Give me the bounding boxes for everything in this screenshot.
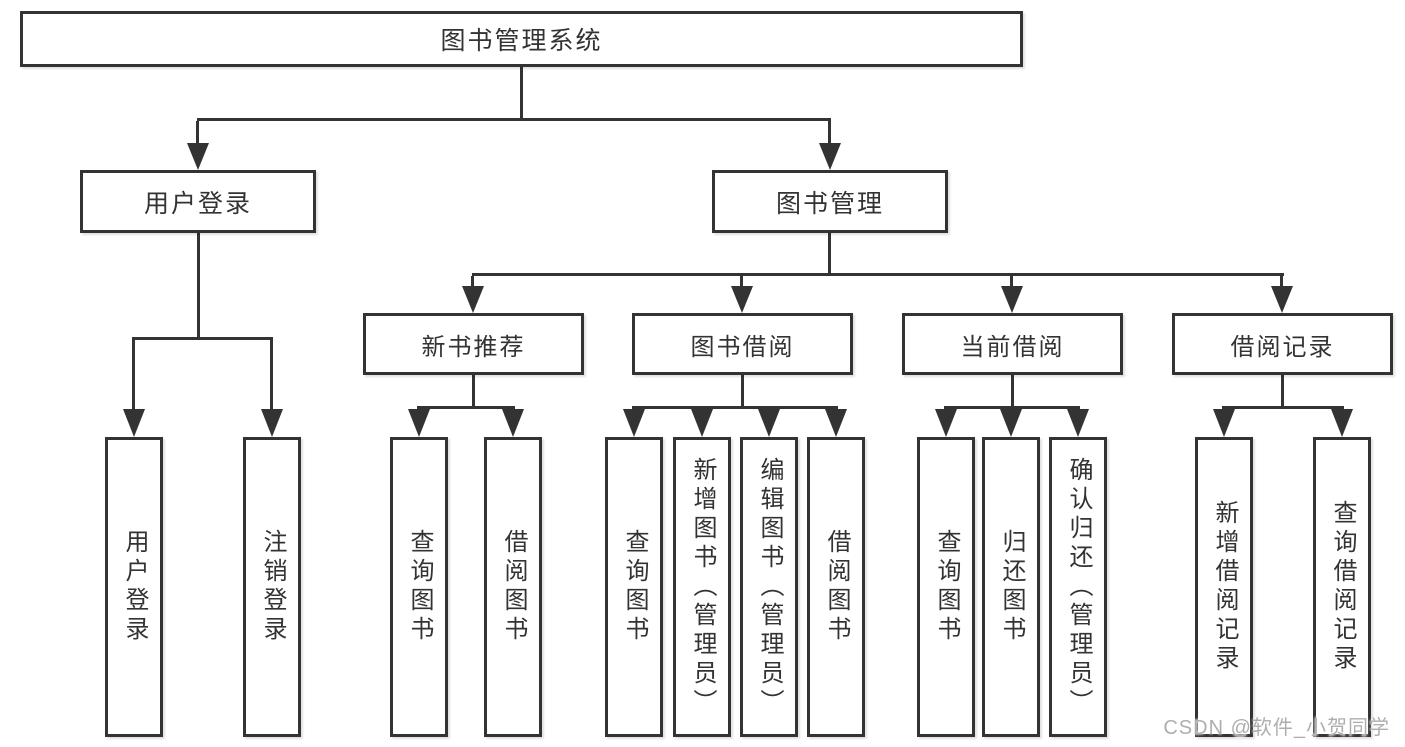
node-label: 查询图书 — [621, 529, 648, 645]
arrow-down-icon — [935, 409, 957, 437]
node-query-books-newbooks: 查询图书 — [390, 437, 448, 737]
arrow-down-icon — [819, 143, 841, 170]
arrow-down-icon — [1067, 409, 1089, 437]
connector-line — [520, 67, 523, 121]
arrow-down-icon — [1001, 286, 1023, 313]
arrow-down-icon — [502, 409, 524, 437]
connector-line — [944, 406, 1080, 409]
arrow-down-icon — [758, 409, 780, 437]
arrow-down-icon — [623, 409, 645, 437]
connector-line — [417, 406, 515, 409]
arrow-down-icon — [187, 143, 209, 170]
arrow-down-icon — [1271, 286, 1293, 313]
node-label: 图书借阅 — [690, 333, 795, 361]
node-logout-leaf: 注销登录 — [243, 437, 301, 737]
arrow-down-icon — [1331, 409, 1353, 437]
node-query-books-current: 查询图书 — [917, 437, 975, 737]
connector-line — [197, 118, 831, 121]
node-user-login: 用户登录 — [80, 170, 316, 233]
node-label: 新书推荐 — [421, 333, 526, 361]
node-label: 新增借阅记录 — [1211, 500, 1238, 674]
node-add-books-admin: 新增图书（管理员） — [673, 437, 731, 737]
node-return-books: 归还图书 — [982, 437, 1040, 737]
node-label: 图书管理系统 — [440, 27, 603, 55]
arrow-down-icon — [731, 286, 753, 313]
connector-line — [472, 375, 475, 409]
connector-line — [1281, 375, 1284, 409]
connector-line — [1280, 276, 1283, 286]
arrow-down-icon — [123, 409, 145, 437]
node-add-borrow-record: 新增借阅记录 — [1195, 437, 1253, 737]
arrow-down-icon — [261, 409, 283, 437]
connector-line — [132, 337, 273, 340]
arrow-down-icon — [1213, 409, 1235, 437]
node-label: 注销登录 — [259, 529, 286, 645]
watermark-text: CSDN @软件_小贺同学 — [1163, 717, 1390, 739]
connector-line — [740, 276, 743, 286]
node-borrow-books-borrow: 借阅图书 — [807, 437, 865, 737]
node-label: 用户登录 — [143, 189, 252, 218]
arrow-down-icon — [408, 409, 430, 437]
node-current-borrowing: 当前借阅 — [902, 313, 1123, 375]
connector-line — [472, 273, 1284, 276]
connector-line — [197, 233, 200, 340]
connector-line — [828, 233, 831, 276]
connector-line — [471, 276, 474, 286]
node-label: 归还图书 — [998, 529, 1025, 645]
node-label: 当前借阅 — [960, 333, 1065, 361]
connector-line — [196, 121, 199, 143]
arrow-down-icon — [462, 286, 484, 313]
node-library-management-system: 图书管理系统 — [20, 11, 1023, 67]
node-label: 编辑图书（管理员） — [756, 456, 783, 718]
node-query-books-borrow: 查询图书 — [605, 437, 663, 737]
connector-line — [632, 406, 838, 409]
node-label: 确认归还（管理员） — [1065, 456, 1092, 718]
node-label: 借阅记录 — [1230, 333, 1335, 361]
node-edit-books-admin: 编辑图书（管理员） — [740, 437, 798, 737]
node-label: 借阅图书 — [823, 529, 850, 645]
arrow-down-icon — [691, 409, 713, 437]
node-book-management: 图书管理 — [712, 170, 948, 233]
node-book-borrowing: 图书借阅 — [632, 313, 853, 375]
node-label: 图书管理 — [775, 189, 884, 218]
connector-line — [1011, 375, 1014, 409]
node-borrow-books-newbooks: 借阅图书 — [484, 437, 542, 737]
node-new-book-recommendation: 新书推荐 — [363, 313, 584, 375]
node-label: 用户登录 — [121, 529, 148, 645]
node-user-login-leaf: 用户登录 — [105, 437, 163, 737]
connector-line — [270, 340, 273, 409]
arrow-down-icon — [825, 409, 847, 437]
node-label: 新增图书（管理员） — [689, 456, 716, 718]
connector-line — [828, 121, 831, 143]
node-label: 查询借阅记录 — [1329, 500, 1356, 674]
connector-line — [132, 340, 135, 409]
connector-line — [1222, 406, 1344, 409]
node-borrowing-records: 借阅记录 — [1172, 313, 1393, 375]
arrow-down-icon — [1000, 409, 1022, 437]
connector-line — [741, 375, 744, 409]
connector-line — [1010, 276, 1013, 286]
node-confirm-return-admin: 确认归还（管理员） — [1049, 437, 1107, 737]
node-label: 查询图书 — [406, 529, 433, 645]
node-label: 借阅图书 — [500, 529, 527, 645]
node-label: 查询图书 — [933, 529, 960, 645]
node-query-borrow-record: 查询借阅记录 — [1313, 437, 1371, 737]
